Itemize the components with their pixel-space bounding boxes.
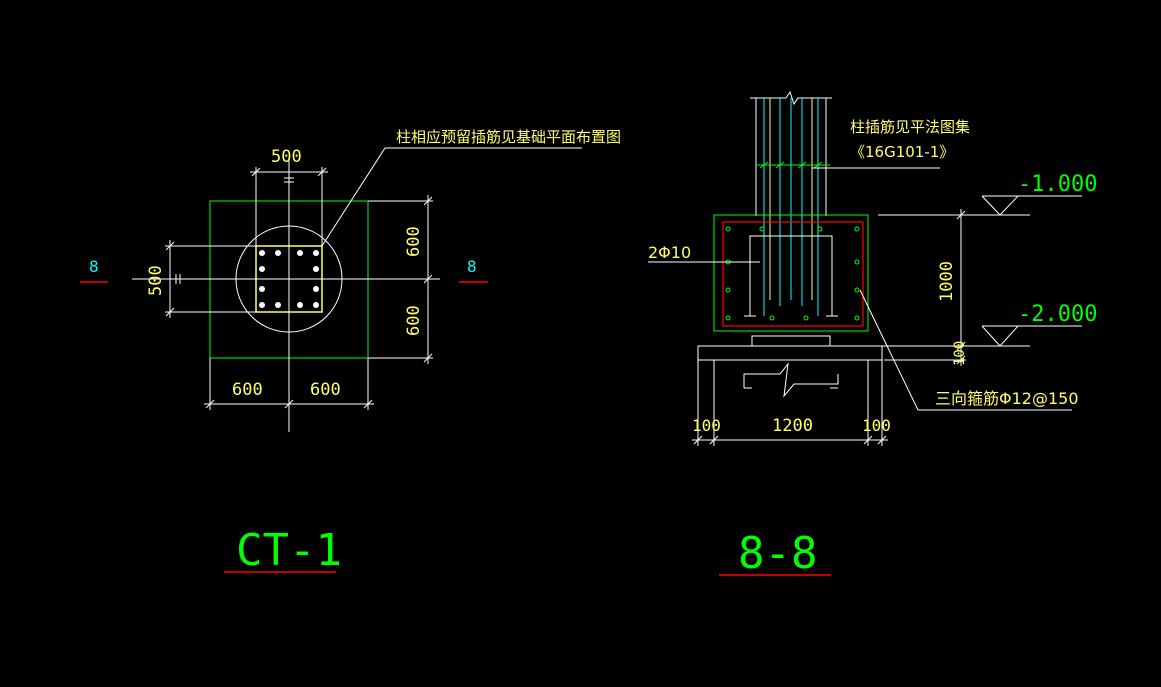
level-top-marker	[878, 195, 1082, 216]
rebar-dot	[854, 315, 860, 321]
rebar-dot	[769, 315, 775, 321]
section-dim-bottom-left-label: 100	[692, 416, 721, 435]
plan-dim-right	[368, 195, 433, 364]
section-view: 2Φ10 柱插筋见平法图集 《16G101-1》 -1.000 -2.000	[648, 90, 1097, 579]
section-column-bars	[763, 98, 819, 316]
plan-note-leader	[321, 147, 582, 247]
stirrup-label: 三向箍筋Φ12@150	[935, 389, 1079, 408]
rebar-dot	[313, 250, 319, 256]
rebar-dot	[259, 266, 265, 272]
rebar-dot	[854, 259, 860, 265]
section-note-line1: 柱插筋见平法图集	[850, 118, 970, 136]
rebar-dot	[275, 250, 281, 256]
rebar-dot	[275, 302, 281, 308]
plan-dim-top-label: 500	[271, 147, 302, 167]
rebar-dot	[313, 302, 319, 308]
rebar-dot	[725, 315, 731, 321]
plan-dim-top	[250, 167, 328, 246]
plan-view: 500 500 600 600	[80, 128, 621, 576]
section-dim-bed-label: 100	[952, 341, 968, 366]
section-mark-left: 8	[89, 257, 99, 276]
rebar-dot	[854, 287, 860, 293]
section-note-line2: 《16G101-1》	[850, 143, 954, 161]
plan-dim-bottom-right-label: 600	[310, 380, 341, 400]
rebar-dot	[297, 250, 303, 256]
rebar-label: 2Φ10	[648, 243, 691, 262]
section-dim-bottom-right-label: 100	[862, 416, 891, 435]
section-cap-stirrup	[722, 221, 864, 327]
section-dim-bottom-mid-label: 1200	[772, 416, 813, 436]
rebar-dot	[259, 250, 265, 256]
plan-dim-bottom-left-label: 600	[232, 380, 263, 400]
section-title: 8-8	[738, 528, 817, 579]
section-column-ties	[756, 161, 830, 169]
plan-rebar-dots	[259, 250, 319, 308]
plan-dim-right-lower-label: 600	[404, 305, 424, 336]
rebar-dot	[803, 315, 809, 321]
plan-title: CT-1	[236, 525, 342, 576]
section-dowel-frame	[744, 235, 838, 317]
section-dim-height-label: 1000	[937, 261, 957, 302]
plan-dim-right-upper-label: 600	[404, 226, 424, 257]
plan-dim-bottom	[204, 358, 374, 410]
rebar-dot	[725, 226, 731, 232]
rebar-dot	[313, 286, 319, 292]
section-bedding	[697, 345, 883, 361]
plan-dim-left-label: 500	[146, 265, 166, 296]
rebar-dot	[759, 226, 765, 232]
section-dim-bottom	[692, 360, 888, 446]
plan-note-text: 柱相应预留插筋见基础平面布置图	[396, 128, 621, 146]
rebar-dot	[313, 266, 319, 272]
rebar-dot	[854, 226, 860, 232]
rebar-dot	[297, 302, 303, 308]
rebar-dot	[259, 302, 265, 308]
section-dim-vertical	[884, 209, 966, 366]
level-top-label: -1.000	[1018, 172, 1097, 197]
section-cap-outline	[713, 214, 869, 332]
rebar-dot	[259, 286, 265, 292]
stirrup-label-leader	[859, 289, 1072, 411]
plan-dim-left	[165, 240, 256, 318]
level-bottom-label: -2.000	[1018, 302, 1097, 327]
level-bottom-marker	[878, 325, 1082, 347]
rebar-dot	[725, 287, 731, 293]
section-mark-right: 8	[467, 257, 477, 276]
section-pile	[743, 335, 839, 398]
rebar-dot	[817, 226, 823, 232]
section-cap-rebar-dots	[725, 226, 860, 321]
